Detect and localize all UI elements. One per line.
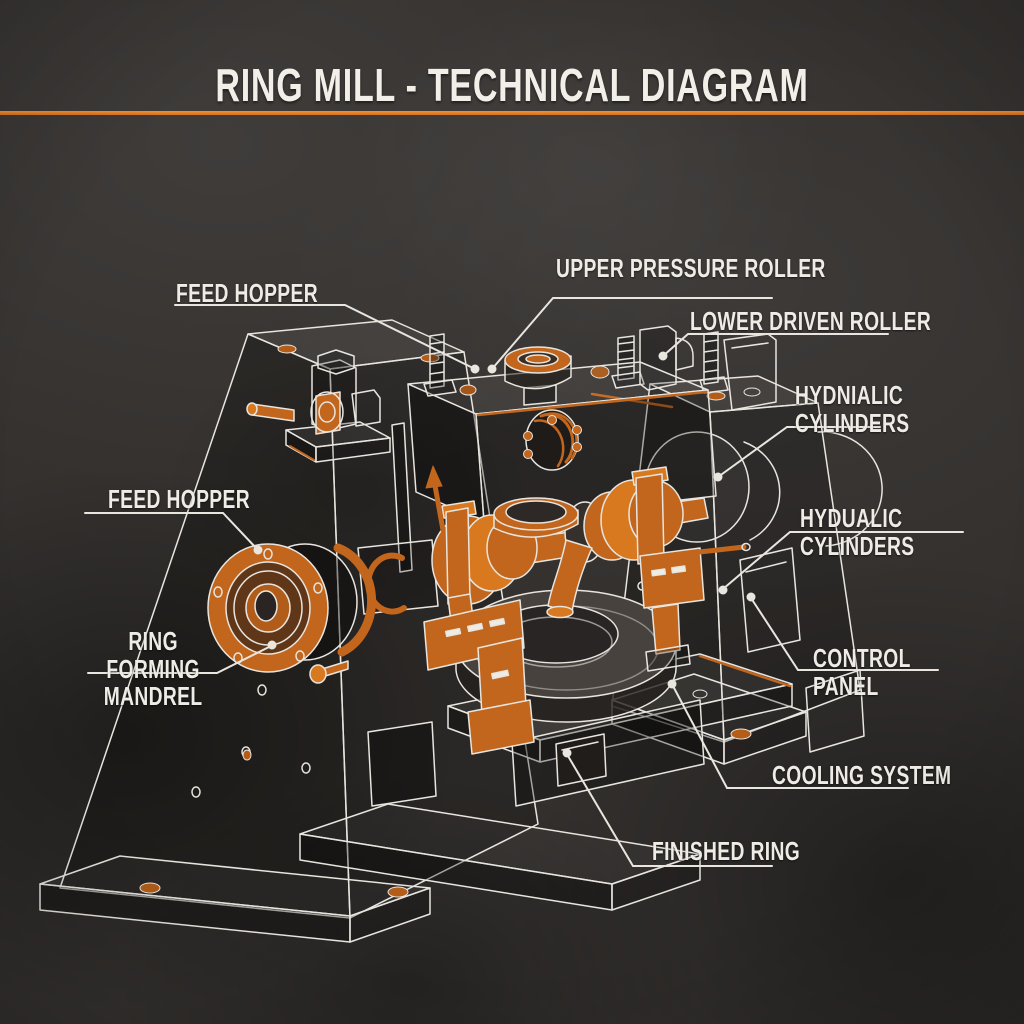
label-lower-driven-roller: LOWER DRIVEN ROLLER — [690, 306, 932, 336]
label-upper-pressure-roller: UPPER PRESSURE ROLLER — [556, 253, 826, 283]
label-finished-ring: FINISHED RING — [652, 836, 801, 866]
label-feed-hopper-left: FEED HOPPER — [108, 484, 250, 514]
label-hydualic-cylinders: HYDUALIC CYLINDERS — [800, 503, 915, 561]
label-control-panel: CONTROL PANEL — [813, 643, 911, 701]
label-hydnialic-cylinders: HYDNIALIC CYLINDERS — [795, 380, 910, 438]
label-ring-forming-mandrel: RING FORMING MANDREL — [103, 626, 203, 712]
label-feed-hopper-top: FEED HOPPER — [176, 278, 318, 308]
label-cooling-system: COOLING SYSTEM — [772, 760, 952, 790]
